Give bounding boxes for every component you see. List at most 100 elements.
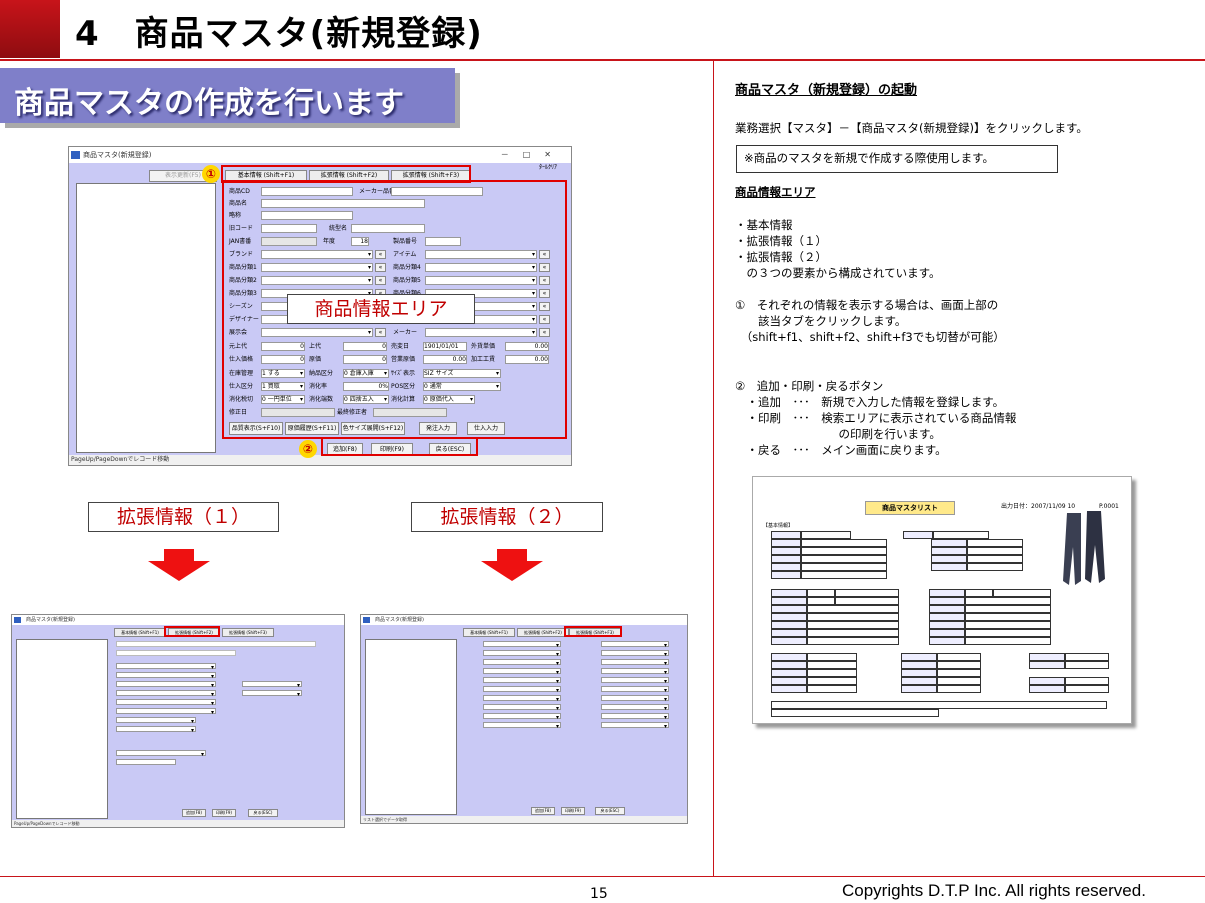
ext-select[interactable] [483, 677, 561, 686]
tax-digits-select[interactable]: 0 四捨五入 [343, 395, 389, 404]
tax-round-select[interactable]: 0 一円単位 [261, 395, 305, 404]
item-search-button[interactable]: « [539, 250, 550, 259]
ext-select[interactable] [601, 650, 669, 659]
ext-select[interactable] [116, 699, 216, 708]
eigyo-field[interactable]: 0.00 [423, 355, 467, 364]
ext-select[interactable] [601, 677, 669, 686]
shire-kbn-select[interactable]: 1 買取 [261, 382, 305, 391]
record-list[interactable] [16, 639, 108, 819]
cost-history-button[interactable]: 原価履歴(S+F11) [285, 422, 339, 435]
ext-select[interactable] [483, 695, 561, 704]
exhibit-search-button[interactable]: « [375, 328, 386, 337]
ext-select[interactable] [601, 722, 669, 731]
model-name-field[interactable] [351, 224, 425, 233]
jodai-field[interactable]: 0 [343, 342, 387, 351]
brand-select[interactable] [261, 250, 373, 259]
maker-search-button[interactable]: « [539, 328, 550, 337]
back-button[interactable]: 戻る(ESC) [248, 809, 278, 817]
print-button[interactable]: 印刷(F9) [212, 809, 236, 817]
shire-field[interactable]: 0 [261, 355, 305, 364]
cat1-search-button[interactable]: « [375, 263, 386, 272]
ext-select[interactable] [601, 668, 669, 677]
tab-basic-info[interactable]: 基本情報 (Shift+F1) [463, 628, 515, 637]
seihin-no-field[interactable] [425, 237, 461, 246]
designer-search-button[interactable]: « [539, 315, 550, 324]
add-button[interactable]: 追加(F8) [531, 807, 555, 815]
year-field[interactable]: 18 [351, 237, 369, 246]
season-search-button[interactable]: « [539, 302, 550, 311]
cat6-select[interactable] [425, 289, 537, 298]
purchase-entry-button[interactable]: 仕入入力 [467, 422, 505, 435]
ext-select[interactable] [483, 659, 561, 668]
cat1-select[interactable] [261, 263, 373, 272]
tab-basic-info[interactable]: 基本情報 (Shift+F1) [114, 628, 166, 637]
ext-select[interactable] [116, 672, 216, 681]
ext-select[interactable] [116, 690, 216, 699]
cat2-search-button[interactable]: « [375, 276, 386, 285]
tab-ext-info-2[interactable]: 拡張情報 (Shift+F3) [222, 628, 274, 637]
ext-row[interactable] [116, 641, 316, 647]
ext-select[interactable] [116, 750, 206, 759]
kako-field[interactable]: 0.00 [505, 355, 549, 364]
order-entry-button[interactable]: 発注入力 [419, 422, 457, 435]
genka-field[interactable]: 0 [343, 355, 387, 364]
ext-row[interactable] [116, 759, 176, 765]
tab-ext-info-1[interactable]: 拡張情報 (Shift+F2) [517, 628, 569, 637]
ext-select[interactable] [483, 686, 561, 695]
product-name-field[interactable] [261, 199, 425, 208]
ext-select[interactable] [601, 713, 669, 722]
old-code-field[interactable] [261, 224, 317, 233]
cat2-select[interactable] [261, 276, 373, 285]
exhibit-select[interactable] [261, 328, 373, 337]
ext-row[interactable] [116, 650, 236, 656]
window-controls[interactable]: －□✕ [500, 150, 565, 159]
brand-search-button[interactable]: « [375, 250, 386, 259]
ext-select[interactable] [116, 726, 196, 735]
ext-select[interactable] [601, 704, 669, 713]
ext-select[interactable] [116, 708, 216, 717]
change-date-field[interactable]: 1901/01/01 [423, 342, 467, 351]
show-update-button[interactable]: 表示更新(F5) [149, 170, 217, 182]
cat4-search-button[interactable]: « [539, 263, 550, 272]
maker-no-field[interactable] [391, 187, 483, 196]
color-size-button[interactable]: 色サイズ展開(S+F12) [341, 422, 405, 435]
ext-select[interactable] [116, 717, 196, 726]
cat5-select[interactable] [425, 276, 537, 285]
ext-select[interactable] [483, 704, 561, 713]
print-button[interactable]: 印刷(F9) [561, 807, 585, 815]
gaika-field[interactable]: 0.00 [505, 342, 549, 351]
ext-select[interactable] [601, 686, 669, 695]
zaiko-select[interactable]: 1 する [261, 369, 305, 378]
maker-select[interactable] [425, 328, 537, 337]
cat4-select[interactable] [425, 263, 537, 272]
product-cd-field[interactable] [261, 187, 353, 196]
ext-select[interactable] [483, 722, 561, 731]
record-list[interactable] [76, 183, 216, 453]
record-list[interactable] [365, 639, 457, 815]
ext-select[interactable] [601, 695, 669, 704]
ext-select[interactable] [483, 641, 561, 650]
ext-select[interactable] [601, 659, 669, 668]
tax-calc-select[interactable]: 0 原価代入 [423, 395, 475, 404]
ext-select[interactable] [483, 668, 561, 677]
short-name-field[interactable] [261, 211, 353, 220]
shusei-field[interactable] [261, 408, 335, 417]
ext-select[interactable] [483, 713, 561, 722]
size-disp-select[interactable]: SIZ サイズ [423, 369, 501, 378]
ext-select[interactable] [116, 663, 216, 672]
shohizei-field[interactable]: 0% [343, 382, 389, 391]
item-select[interactable] [425, 250, 537, 259]
nohin-select[interactable]: 0 倉庫入庫 [343, 369, 389, 378]
jan-field[interactable] [261, 237, 317, 246]
ext-select[interactable] [483, 650, 561, 659]
motojodai-field[interactable]: 0 [261, 342, 305, 351]
cat6-search-button[interactable]: « [539, 289, 550, 298]
back-button[interactable]: 戻る(ESC) [595, 807, 625, 815]
pos-select[interactable]: 0 通常 [423, 382, 501, 391]
add-button[interactable]: 追加(F8) [182, 809, 206, 817]
ext-select[interactable] [242, 681, 302, 690]
cat5-search-button[interactable]: « [539, 276, 550, 285]
last-shusei-field[interactable] [373, 408, 447, 417]
ext-select[interactable] [116, 681, 216, 690]
quality-display-button[interactable]: 品質表示(S+F10) [229, 422, 283, 435]
